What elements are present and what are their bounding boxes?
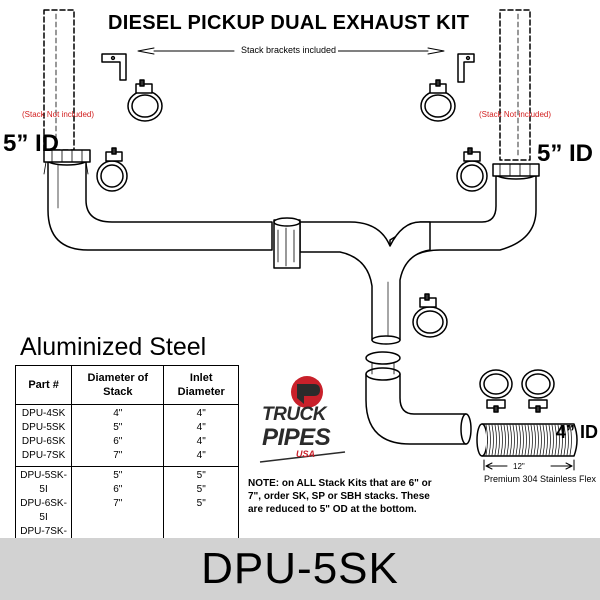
stack-diameters: 4" 5" 6" 7": [71, 404, 165, 467]
stack-kit-note: NOTE: on ALL Stack Kits that are 6" or 7…: [248, 478, 432, 515]
right-stack-bracket: [457, 53, 475, 83]
part-numbers: DPU-4SK DPU-5SK DPU-6SK DPU-7SK: [14, 404, 73, 467]
stack-note-right: (Stack Not included): [479, 110, 552, 119]
flex-length-dimension: [483, 459, 575, 471]
left-stack-pipe: [43, 9, 75, 151]
clamp-mid-right: [456, 147, 488, 192]
stack-note-left: (Stack Not included): [22, 110, 95, 119]
footer-bar: [0, 538, 600, 600]
flex-clamp-right: [521, 369, 555, 413]
outlet-right-label: 5” ID: [537, 140, 594, 167]
inlet-elbow-pipe: [365, 351, 472, 445]
inlet-label: 4” ID: [556, 422, 599, 442]
clamp-mid-left: [96, 147, 128, 192]
stainless-flex-pipe: [476, 423, 578, 457]
brackets-note: Stack brackets included: [239, 45, 339, 55]
parts-table: Part # Diameter of Stack Inlet Diameter …: [14, 365, 239, 557]
right-stack-pipe: [499, 9, 531, 161]
y-connector: [273, 217, 431, 345]
material-heading: Aluminized Steel: [20, 333, 207, 361]
inlet-diameters: 4" 4" 4" 4": [163, 404, 239, 467]
header-stack: Diameter of Stack: [71, 365, 165, 405]
outlet-left-label: 5” ID: [3, 130, 60, 157]
header-inlet: Inlet Diameter: [163, 365, 239, 405]
clamp-center: [412, 293, 448, 338]
left-stack-bracket: [101, 53, 127, 81]
clamp-upper-right: [420, 79, 456, 122]
table-row: DPU-4SK DPU-5SK DPU-6SK DPU-7SK 4" 5" 6"…: [14, 404, 239, 467]
header-part: Part #: [14, 365, 73, 405]
left-outlet-pipe: [43, 149, 273, 251]
flex-label: Premium 304 Stainless Flex: [484, 474, 597, 484]
truck-pipes-logo: [259, 376, 346, 463]
flex-clamp-left: [479, 369, 513, 413]
page-title: DIESEL PICKUP DUAL EXHAUST KIT: [108, 12, 470, 34]
flex-length: 12": [513, 462, 525, 471]
logo-tag: USA: [296, 449, 316, 459]
clamp-upper-left: [127, 79, 163, 122]
logo-line-1: TRUCK: [262, 404, 327, 425]
footer-part-number: DPU-5SK: [201, 544, 399, 593]
logo-line-2: PIPES: [262, 424, 331, 451]
